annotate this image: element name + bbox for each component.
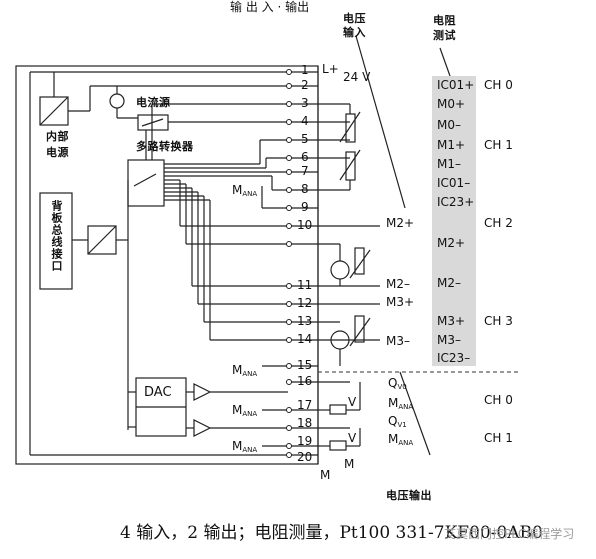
terminal-number: 2 <box>301 78 309 92</box>
internal-power-label-2: 电源 <box>46 146 69 159</box>
rtd-3 <box>354 247 365 275</box>
rtd-1 <box>345 113 356 143</box>
figure-caption: 4 输入，2 输出；电阻测量，Pt100 331-7KF00-0AB0 <box>120 523 543 543</box>
output-label-qv0: QV0 <box>388 376 407 391</box>
backplane-box <box>39 192 73 290</box>
terminal-number: 14 <box>297 332 313 346</box>
voltage-input-label-2: 输入 <box>343 26 366 39</box>
voltage-label-m2plus: M2+ <box>386 216 415 230</box>
multiplexer-box <box>127 159 165 207</box>
voltage-label-m3plus: M3+ <box>386 295 415 309</box>
mana-label-15: MANA <box>232 363 258 378</box>
terminal-number: 6 <box>301 150 309 164</box>
channel-label-ch0: CH 0 <box>484 78 513 92</box>
voltage-source-1 <box>330 260 350 280</box>
res-label: M1+ <box>437 138 466 152</box>
output-label-mana-1: MANA <box>388 396 414 411</box>
internal-power-label-1: 内部 <box>46 130 69 143</box>
supply-label: L+ <box>322 62 339 76</box>
resistance-test-label-2: 测试 <box>433 29 456 42</box>
rtd-4 <box>354 315 365 343</box>
terminal-number: 18 <box>297 416 313 430</box>
current-source-symbol <box>109 93 125 109</box>
resistance-test-label-1: 电阻 <box>433 14 456 27</box>
bottom-m-label: M <box>344 457 355 471</box>
res-label: M3+ <box>437 314 466 328</box>
channel-label-ch3: CH 3 <box>484 314 513 328</box>
voltage-input-label-1: 电压 <box>343 12 366 25</box>
supply-voltage: 24 V <box>343 70 371 84</box>
terminal-stubs <box>288 71 318 456</box>
channel-label-out-ch0: CH 0 <box>484 393 513 407</box>
terminal-number: 1 <box>301 63 309 77</box>
terminal-number: 12 <box>297 296 313 310</box>
output-label-qv1: QV1 <box>388 414 407 429</box>
terminal-number: 17 <box>297 398 313 412</box>
channel-label-ch2: CH 2 <box>484 216 513 230</box>
terminal-number: 3 <box>301 96 309 110</box>
amp-2 <box>193 419 212 437</box>
output-v-symbol-2: V <box>348 431 357 445</box>
watermark-text: 艾莫西门控PLC编程学习 <box>444 527 575 541</box>
terminal-number: 11 <box>297 278 313 292</box>
res-label: IC23+ <box>437 195 475 209</box>
terminal-number: 8 <box>301 182 309 196</box>
multiplexer-label: 多路转换器 <box>136 140 194 153</box>
res-label: M2+ <box>437 236 466 250</box>
res-label: M2– <box>437 276 461 290</box>
terminal-number: 4 <box>301 114 309 128</box>
terminal-number: 7 <box>301 164 309 178</box>
terminal-number: 13 <box>297 314 313 328</box>
terminal-number: 20 <box>297 450 313 464</box>
voltage-output-label: 电压输出 <box>386 489 432 502</box>
rtd-2 <box>345 151 356 181</box>
terminal-number: 9 <box>301 200 309 214</box>
mana-label-19: MANA <box>232 439 258 454</box>
res-label: IC01– <box>437 176 471 190</box>
load-1 <box>329 404 347 415</box>
resistance-column <box>432 76 476 366</box>
res-label: M3– <box>437 333 461 347</box>
mana-label-17: MANA <box>232 403 258 418</box>
res-label: IC23– <box>437 351 471 365</box>
voltage-label-m3minus: M3– <box>386 334 410 348</box>
channel-label-ch1: CH 1 <box>484 138 513 152</box>
terminal-number: 16 <box>297 374 313 388</box>
voltage-label-m2minus: M2– <box>386 277 410 291</box>
output-label-mana-2: MANA <box>388 432 414 447</box>
bottom-m-label-2: M <box>320 468 331 482</box>
terminal-number: 19 <box>297 434 313 448</box>
channel-label-out-ch1: CH 1 <box>484 431 513 445</box>
dac-label: DAC <box>144 385 172 400</box>
res-label: M0+ <box>437 97 466 111</box>
current-source-label: 电流源 <box>136 96 171 109</box>
terminal-number: 10 <box>297 218 313 232</box>
terminal-number: 5 <box>301 132 309 146</box>
backplane-label: 背板总线接口 <box>50 200 63 272</box>
load-2 <box>329 440 347 451</box>
terminal-number: 15 <box>297 358 313 372</box>
res-label: IC01+ <box>437 78 475 92</box>
mana-label-7: MANA <box>232 183 258 198</box>
output-v-symbol-1: V <box>348 395 357 409</box>
res-label: M1– <box>437 157 461 171</box>
amp-1 <box>193 383 212 401</box>
res-label: M0– <box>437 118 461 132</box>
top-cut-text: 输 出 入 · 输出 <box>230 0 310 14</box>
